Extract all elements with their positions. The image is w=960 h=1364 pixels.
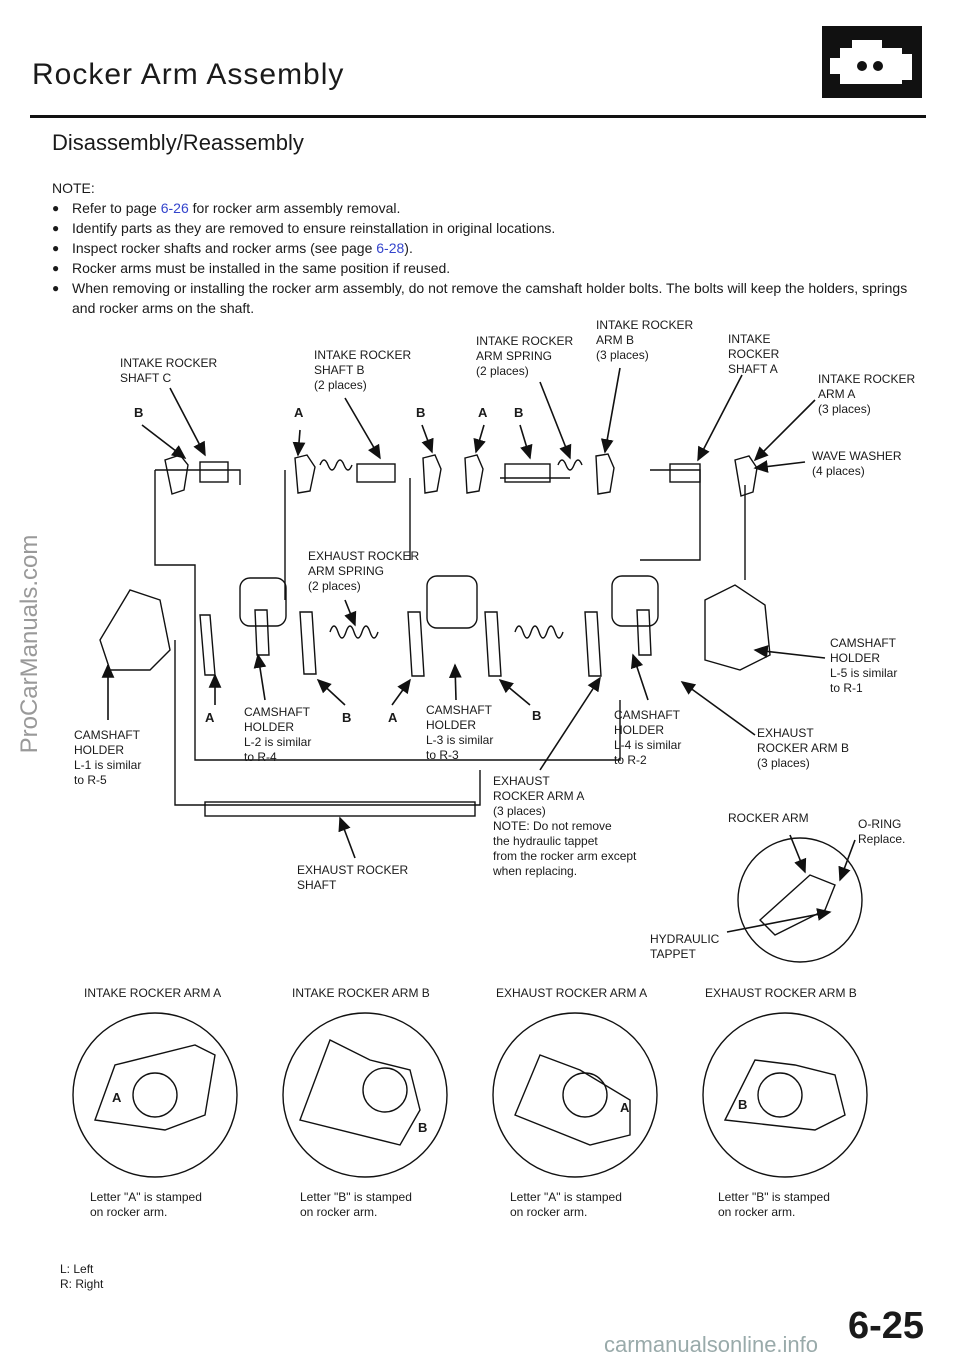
page-link[interactable]: 6-28 bbox=[376, 240, 405, 256]
note-list: Refer to page 6-26 for rocker arm assemb… bbox=[52, 198, 922, 318]
page-link[interactable]: 6-26 bbox=[160, 200, 189, 216]
stamp-letter: B bbox=[738, 1097, 748, 1112]
label-camshaft-holder-l1: CAMSHAFT HOLDER L-1 is similar to R-5 bbox=[74, 728, 142, 787]
detail-caption: Letter "B" is stamped on rocker arm. bbox=[300, 1190, 412, 1219]
label-hydraulic-tappet: HYDRAULIC TAPPET bbox=[650, 932, 720, 961]
label-exhaust-rocker-arm-b: EXHAUST ROCKER ARM B (3 places) bbox=[757, 726, 850, 770]
detail-title-intake-arm-b: INTAKE ROCKER ARM B bbox=[292, 986, 430, 1000]
label-intake-rocker-arm-b: INTAKE ROCKER ARM B (3 places) bbox=[596, 318, 694, 362]
detail-title-exhaust-arm-b: EXHAUST ROCKER ARM B bbox=[705, 986, 857, 1000]
note-item: Rocker arms must be installed in the sam… bbox=[52, 258, 922, 278]
detail-caption: Letter "B" is stamped on rocker arm. bbox=[718, 1190, 830, 1219]
title-rule bbox=[30, 115, 926, 118]
label-rocker-arm: ROCKER ARM bbox=[728, 811, 809, 825]
label-wave-washer: WAVE WASHER (4 places) bbox=[812, 449, 902, 478]
label-camshaft-holder-l3: CAMSHAFT HOLDER L-3 is similar to R-3 bbox=[426, 703, 494, 762]
label-o-ring: O-RING Replace. bbox=[858, 817, 906, 846]
page-title: Rocker Arm Assembly bbox=[32, 58, 345, 91]
detail-caption: Letter "A" is stamped on rocker arm. bbox=[510, 1190, 622, 1219]
label-exhaust-rocker-arm-a: EXHAUST ROCKER ARM A (3 places) NOTE: Do… bbox=[493, 774, 637, 878]
label-intake-rocker-shaft-c: INTAKE ROCKER SHAFT C bbox=[120, 356, 218, 385]
label-exhaust-rocker-arm-spring: EXHAUST ROCKER ARM SPRING (2 places) bbox=[308, 549, 420, 593]
position-letter: A bbox=[205, 710, 215, 725]
position-letter: B bbox=[416, 405, 426, 420]
note-item: Inspect rocker shafts and rocker arms (s… bbox=[52, 238, 922, 258]
label-intake-rocker-shaft-a: INTAKE ROCKER SHAFT A bbox=[728, 332, 780, 376]
position-letter: B bbox=[342, 710, 352, 725]
stamp-letter: B bbox=[418, 1120, 428, 1135]
label-intake-rocker-shaft-b: INTAKE ROCKER SHAFT B (2 places) bbox=[314, 348, 412, 392]
legend: L: Left R: Right bbox=[60, 1262, 104, 1291]
position-letter: A bbox=[388, 710, 398, 725]
label-camshaft-holder-l4: CAMSHAFT HOLDER L-4 is similar to R-2 bbox=[614, 708, 682, 767]
note-item: Identify parts as they are removed to en… bbox=[52, 218, 922, 238]
section-subtitle: Disassembly/Reassembly bbox=[52, 130, 304, 155]
stamp-letter: A bbox=[620, 1100, 630, 1115]
position-letter: B bbox=[532, 708, 542, 723]
page-number: 6-25 bbox=[847, 1305, 924, 1347]
watermark: ProCarManuals.com bbox=[16, 534, 43, 754]
position-letter: B bbox=[514, 405, 524, 420]
position-letter: A bbox=[478, 405, 488, 420]
label-intake-rocker-arm-spring: INTAKE ROCKER ARM SPRING (2 places) bbox=[476, 334, 574, 378]
position-letter: B bbox=[134, 405, 144, 420]
label-intake-rocker-arm-a: INTAKE ROCKER ARM A (3 places) bbox=[818, 372, 916, 416]
stamp-letter: A bbox=[112, 1090, 122, 1105]
engine-section-logo bbox=[822, 26, 922, 98]
detail-title-exhaust-arm-a: EXHAUST ROCKER ARM A bbox=[496, 986, 648, 1000]
note-item: Refer to page 6-26 for rocker arm assemb… bbox=[52, 198, 922, 218]
footer-watermark: carmanualsonline.info bbox=[604, 1332, 819, 1357]
detail-caption: Letter "A" is stamped on rocker arm. bbox=[90, 1190, 202, 1219]
note-label: NOTE: bbox=[52, 180, 95, 196]
detail-title-intake-arm-a: INTAKE ROCKER ARM A bbox=[84, 986, 222, 1000]
label-camshaft-holder-l5: CAMSHAFT HOLDER L-5 is similar to R-1 bbox=[830, 636, 898, 695]
engine-icon bbox=[830, 40, 912, 84]
note-item: When removing or installing the rocker a… bbox=[52, 278, 922, 318]
label-exhaust-rocker-shaft: EXHAUST ROCKER SHAFT bbox=[297, 863, 409, 892]
position-letter: A bbox=[294, 405, 304, 420]
label-camshaft-holder-l2: CAMSHAFT HOLDER L-2 is similar to R-4 bbox=[244, 705, 312, 764]
